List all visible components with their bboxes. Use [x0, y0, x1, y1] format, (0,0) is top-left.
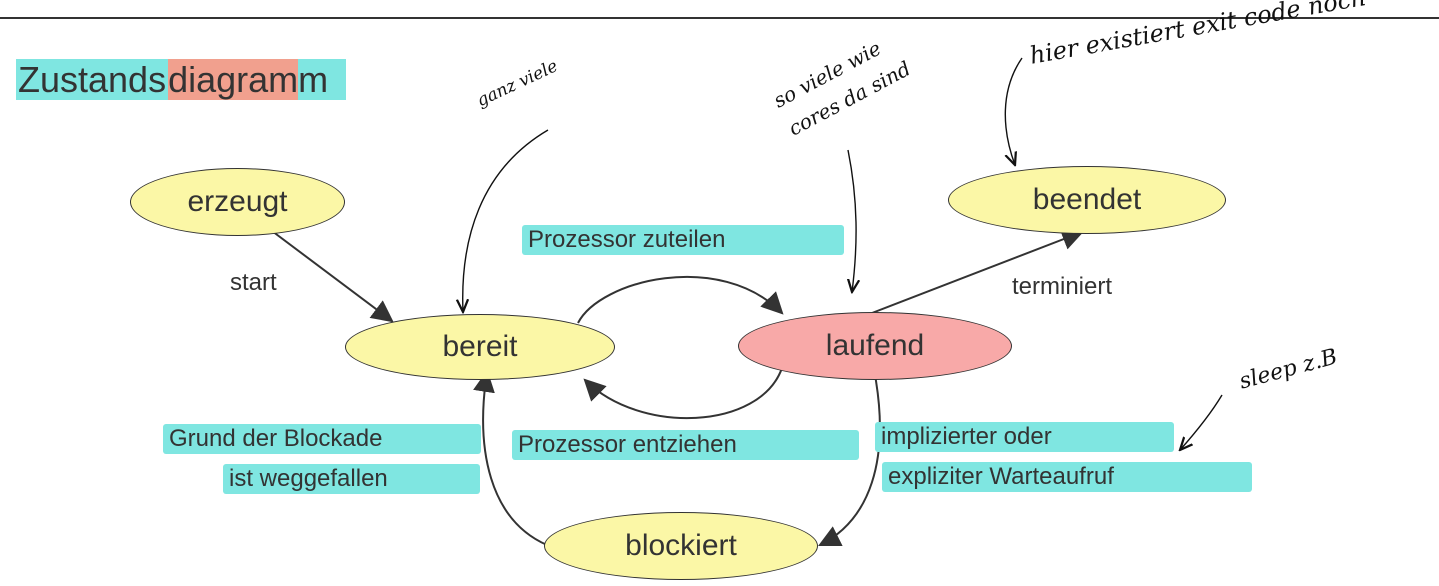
- edge-laufend-beendet: [871, 228, 1085, 314]
- title-part-1: Zustands: [16, 59, 169, 100]
- node-bereit-label: bereit: [442, 330, 518, 363]
- node-bereit: bereit: [345, 314, 615, 380]
- page-title: Zustandsdiagramm: [16, 59, 347, 100]
- edge-label-grund-line2: ist weggefallen: [223, 464, 480, 494]
- node-blockiert-label: blockiert: [625, 529, 737, 562]
- edge-laufend-bereit: [583, 367, 783, 420]
- edge-label-terminiert: terminiert: [1012, 273, 1113, 300]
- edge-label-grund-line1: Grund der Blockade: [163, 424, 481, 454]
- node-blockiert: blockiert: [544, 512, 818, 580]
- top-rule: [0, 17, 1439, 19]
- edge-label-start: start: [230, 269, 277, 296]
- note-arrow-ganz-viele: [463, 129, 549, 312]
- note-arrow-exit-code: [1005, 57, 1023, 165]
- node-laufend-label: laufend: [825, 329, 925, 362]
- edge-label-prozessor-entziehen: Prozessor entziehen: [512, 430, 859, 460]
- edge-label-warte-line1: implizierter oder: [875, 422, 1174, 452]
- edge-blockiert-bereit: [473, 369, 548, 546]
- node-erzeugt: erzeugt: [130, 168, 345, 236]
- note-arrow-cores: [848, 149, 856, 292]
- node-beendet: beendet: [948, 166, 1226, 234]
- node-erzeugt-label: erzeugt: [187, 185, 288, 218]
- note-arrow-sleep: [1180, 394, 1223, 450]
- edge-bereit-laufend: [577, 275, 784, 324]
- edge-laufend-blockiert: [818, 374, 881, 546]
- edge-erzeugt-bereit: [267, 227, 394, 323]
- title-part-2: diagram: [168, 59, 299, 100]
- node-laufend: laufend: [738, 312, 1012, 380]
- edge-label-prozessor-zuteilen: Prozessor zuteilen: [522, 225, 844, 255]
- node-beendet-label: beendet: [1032, 183, 1142, 216]
- edge-label-warte-line2: expliziter Warteaufruf: [882, 462, 1252, 492]
- title-part-3: m: [298, 59, 347, 100]
